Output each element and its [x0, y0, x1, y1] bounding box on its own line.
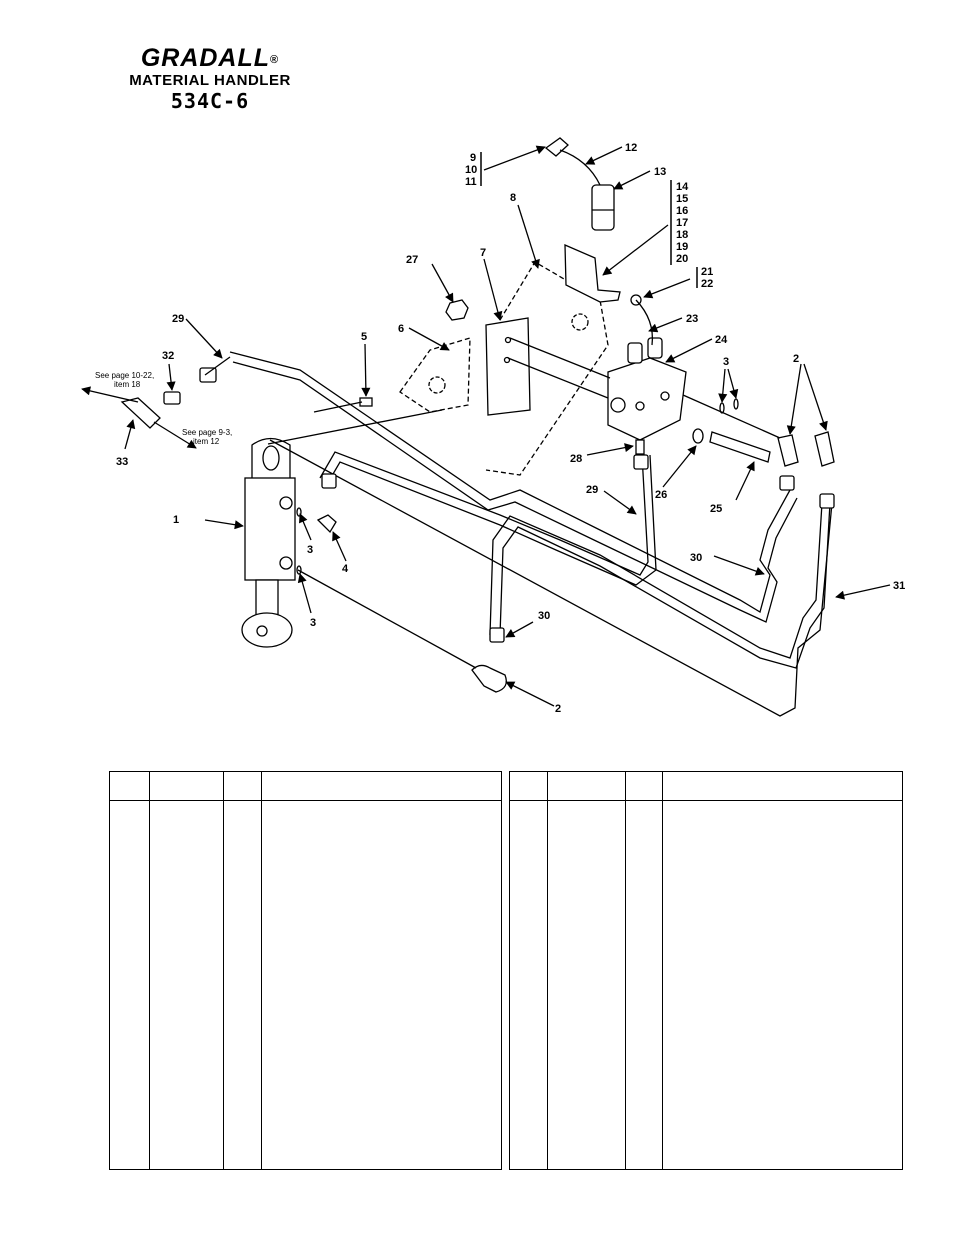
- callout-21: 21: [701, 266, 713, 278]
- note-item-12: item 12: [193, 437, 220, 446]
- callout-9: 9: [470, 152, 476, 164]
- callout-2-right: 2: [793, 353, 799, 365]
- callout-8: 8: [510, 192, 516, 204]
- callout-3-lower: 3: [310, 617, 316, 629]
- callout-28: 28: [570, 453, 582, 465]
- callout-25: 25: [710, 503, 722, 515]
- callout-29-left: 29: [172, 313, 184, 325]
- parts-table-left: [109, 771, 502, 1170]
- column-divider: [547, 772, 548, 1169]
- column-divider: [223, 772, 224, 1169]
- callout-32: 32: [162, 350, 174, 362]
- hydraulic-cylinder: [241, 437, 296, 648]
- callout-29-right: 29: [586, 484, 598, 496]
- callout-20: 20: [676, 253, 688, 265]
- callout-10: 10: [465, 164, 477, 176]
- parts-table-header: [110, 772, 501, 801]
- callout-23: 23: [686, 313, 698, 325]
- callout-15: 15: [676, 193, 688, 205]
- note-page-10-22: See page 10-22,: [95, 371, 154, 380]
- callout-14: 14: [676, 181, 689, 193]
- brand-logo: GRADALL®: [140, 44, 280, 72]
- callout-3-upper: 3: [307, 544, 313, 556]
- callout-17: 17: [676, 217, 688, 229]
- callout-11: 11: [465, 176, 477, 188]
- column-divider: [149, 772, 150, 1169]
- callout-5: 5: [361, 331, 367, 343]
- diagram-linework: [120, 137, 835, 717]
- parts-table-right: [509, 771, 903, 1170]
- callout-2-bottom: 2: [555, 703, 561, 715]
- note-item-18: item 18: [114, 380, 141, 389]
- callout-6: 6: [398, 323, 404, 335]
- column-divider: [261, 772, 262, 1169]
- callout-12: 12: [625, 142, 637, 154]
- reference-notes: See page 10-22, item 18 See page 9-3, it…: [95, 371, 232, 446]
- callout-22: 22: [701, 278, 713, 290]
- callout-30-lower: 30: [538, 610, 550, 622]
- callout-13: 13: [654, 166, 666, 178]
- exploded-parts-diagram: 1 2 3 3 4 5 6 7 8 9 10 11 12 13 14 15 16…: [81, 137, 905, 717]
- callout-33: 33: [116, 456, 128, 468]
- callout-7: 7: [480, 247, 486, 259]
- callout-18: 18: [676, 229, 688, 241]
- callout-4: 4: [342, 563, 349, 575]
- brand-block: GRADALL® MATERIAL HANDLER 534C-6: [110, 44, 310, 112]
- model-number: 534C-6: [170, 89, 250, 113]
- column-divider: [625, 772, 626, 1169]
- callout-24: 24: [715, 334, 728, 346]
- callout-30-upper: 30: [690, 552, 702, 564]
- callout-31: 31: [893, 580, 905, 592]
- callout-labels: 1 2 3 3 4 5 6 7 8 9 10 11 12 13 14 15 16…: [116, 142, 905, 715]
- callout-27: 27: [406, 254, 418, 266]
- callout-arrows: [81, 145, 891, 707]
- parts-table-header: [510, 772, 902, 801]
- product-line: MATERIAL HANDLER: [129, 72, 291, 89]
- callout-16: 16: [676, 205, 688, 217]
- callout-26: 26: [655, 489, 667, 501]
- callout-19: 19: [676, 241, 688, 253]
- callout-1: 1: [173, 514, 179, 526]
- callout-3-right: 3: [723, 356, 729, 368]
- column-divider: [662, 772, 663, 1169]
- note-page-9-3: See page 9-3,: [182, 428, 232, 437]
- hose-lines: [229, 351, 833, 717]
